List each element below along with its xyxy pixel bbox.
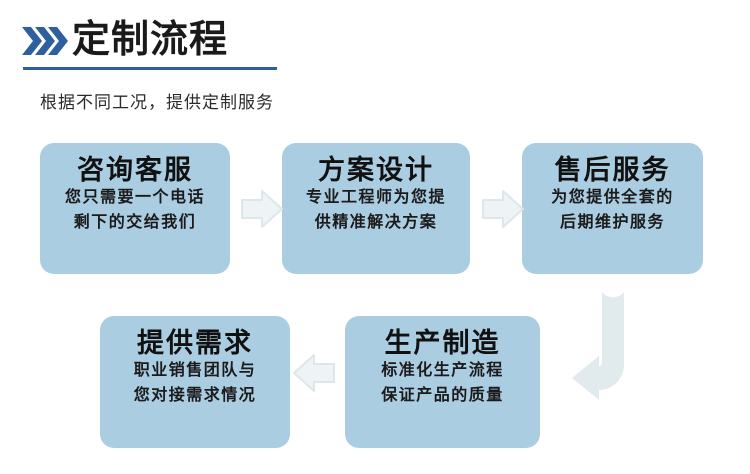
step-title: 方案设计 (318, 155, 434, 185)
step-description-line: 您只需要一个电话 (64, 189, 205, 207)
step-description-line: 供精准解决方案 (314, 213, 438, 231)
arrow-u-turn-down-left-icon (566, 286, 646, 406)
step-description-line: 保证产品的质量 (381, 386, 504, 404)
step-title: 咨询客服 (77, 155, 193, 185)
step-description-line: 剩下的交给我们 (73, 213, 197, 231)
step-card-consultation[interactable]: 咨询客服 您只需要一个电话 剩下的交给我们 (40, 143, 230, 274)
arrow-right-icon (240, 188, 284, 230)
step-description-line: 专业工程师为您提 (305, 189, 446, 207)
arrow-right-icon (481, 188, 525, 230)
step-description-line: 为您提供全套的 (551, 189, 674, 207)
arrow-left-icon (292, 352, 336, 394)
section-header: 定制流程 根据不同工况，提供定制服务 (0, 0, 750, 112)
page-subtitle: 根据不同工况，提供定制服务 (40, 93, 274, 112)
step-card-provide-requirements[interactable]: 提供需求 职业销售团队与 您对接需求情况 (100, 316, 290, 448)
step-description-line: 您对接需求情况 (133, 386, 257, 404)
step-title: 提供需求 (137, 328, 253, 358)
step-description-line: 职业销售团队与 (133, 362, 257, 380)
step-description-line: 标准化生产流程 (381, 362, 504, 380)
step-description-line: 后期维护服务 (559, 213, 665, 231)
step-card-solution-design[interactable]: 方案设计 专业工程师为您提 供精准解决方案 (282, 143, 470, 274)
step-title: 售后服务 (554, 155, 671, 185)
page-title: 定制流程 (72, 19, 229, 61)
step-card-after-sales[interactable]: 售后服务 为您提供全套的 后期维护服务 (522, 143, 703, 274)
double-chevron-right-icon (22, 24, 70, 58)
title-underline-divider (23, 67, 277, 70)
step-title: 生产制造 (384, 328, 501, 358)
step-card-manufacturing[interactable]: 生产制造 标准化生产流程 保证产品的质量 (345, 316, 540, 448)
